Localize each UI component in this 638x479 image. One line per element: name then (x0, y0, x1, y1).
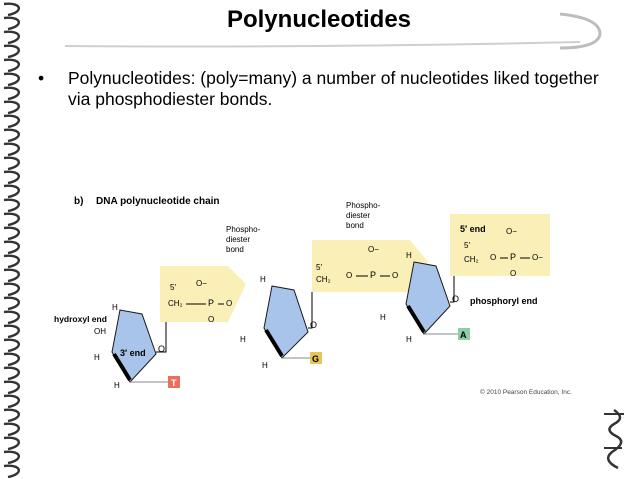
bullet-marker: • (38, 68, 45, 88)
p-atom-1: P (208, 298, 214, 308)
phosphodiester-label-1: Phospho- diester bond (226, 225, 262, 254)
ring-h: H (240, 335, 246, 344)
notebook-spiral-binding (3, 2, 20, 479)
spiral-loop (3, 86, 20, 101)
ring-h: H (112, 303, 118, 312)
spiral-loop (3, 450, 20, 465)
sugar-ring-3 (405, 261, 451, 335)
base-a-label: A (460, 330, 467, 340)
ring-o-3: O (452, 294, 459, 304)
dna-polynucleotide-figure: b) DNA polynucleotide chain 3′ end O O O… (54, 196, 572, 396)
o-minus-3: O− (532, 253, 543, 262)
phosphoryl-end-label: phosphoryl end (470, 296, 538, 306)
phosphate-group-box-2 (312, 240, 428, 292)
ch2-3: CH₂ (464, 255, 479, 264)
p-atom-2: P (370, 270, 376, 280)
o-minus-1: O− (196, 279, 207, 288)
o-minus-2: O− (368, 245, 379, 254)
spiral-loop (3, 30, 20, 45)
o-atom-3b: O (510, 269, 516, 278)
spiral-loop (3, 156, 20, 171)
spiral-loop (3, 352, 20, 367)
ring-o-1: O (158, 344, 165, 354)
spiral-loop (3, 170, 20, 185)
five-prime-2: 5′ (316, 263, 322, 272)
spiral-loop (3, 184, 20, 199)
spiral-loop (3, 324, 20, 339)
phosphodiester-label-2: Phospho- diester bond (346, 201, 382, 230)
title-swoosh-decoration (64, 12, 602, 50)
spiral-loop (3, 310, 20, 325)
base-g-box (310, 352, 322, 364)
spiral-loop (3, 198, 20, 213)
ring-h: H (262, 361, 268, 370)
ch2-2: CH₂ (316, 275, 331, 284)
sugar-ring-1 (111, 309, 157, 383)
ring-h: H (260, 275, 266, 284)
spiral-loop (3, 114, 20, 129)
ring-h: H (406, 335, 412, 344)
spiral-loop (3, 142, 20, 157)
spiral-loop (3, 58, 20, 73)
copyright-text: © 2010 Pearson Education, Inc. (480, 388, 572, 396)
base-g-label: G (312, 354, 319, 364)
spiral-loop (3, 44, 20, 59)
spiral-loop (3, 212, 20, 227)
p-atom-3: P (510, 252, 516, 262)
sugar-ring-2 (263, 285, 309, 359)
o-atom-2b: O (392, 271, 398, 280)
figure-caption-title: DNA polynucleotide chain (96, 196, 220, 207)
spiral-loop (3, 366, 20, 381)
five-prime-1: 5′ (170, 283, 176, 292)
o-atom-2: O (346, 271, 352, 280)
five-prime-end-label: 5′ end (460, 224, 486, 234)
hydroxyl-oh: OH (94, 327, 106, 336)
spiral-loop (3, 464, 20, 479)
ring-h: H (380, 313, 386, 322)
hydroxyl-end-label: hydroxyl end (54, 314, 107, 324)
spiral-loop (3, 100, 20, 115)
ring-h: H (406, 251, 412, 260)
phosphate-group-box-1 (160, 266, 246, 322)
spiral-loop (3, 72, 20, 87)
ring-o-2: O (310, 320, 317, 330)
ring-h: H (94, 353, 100, 362)
spiral-loop (3, 254, 20, 269)
base-t-box (168, 376, 180, 388)
o-atom-1b: O (208, 315, 214, 324)
spiral-loop (3, 422, 20, 437)
corner-flourish-decoration (604, 408, 624, 470)
spiral-loop (3, 128, 20, 143)
phosphate-group-box-3 (450, 214, 550, 276)
spiral-loop (3, 240, 20, 255)
o-minus-3b: O− (506, 227, 517, 236)
ch2-1: CH₂ (168, 299, 183, 308)
base-a-box (458, 328, 470, 340)
spiral-loop (3, 408, 20, 423)
spiral-loop (3, 282, 20, 297)
spiral-loop (3, 268, 20, 283)
figure-caption-letter: b) (74, 196, 83, 207)
spiral-loop (3, 2, 20, 17)
spiral-loop (3, 338, 20, 353)
base-t-label: T (171, 378, 177, 388)
spiral-loop (3, 436, 20, 451)
spiral-loop (3, 16, 20, 31)
three-prime-end-label: 3′ end (120, 348, 146, 358)
spiral-loop (3, 394, 20, 409)
five-prime-3: 5′ (464, 241, 470, 250)
spiral-loop (3, 380, 20, 395)
o-atom-3: O (490, 253, 496, 262)
ring-h: H (114, 381, 120, 390)
bullet-text: Polynucleotides: (poly=many) a number of… (68, 68, 599, 109)
o-atom-1: O (226, 299, 232, 308)
slide-title: Polynucleotides (226, 6, 412, 33)
spiral-loop (3, 226, 20, 241)
spiral-loop (3, 296, 20, 311)
